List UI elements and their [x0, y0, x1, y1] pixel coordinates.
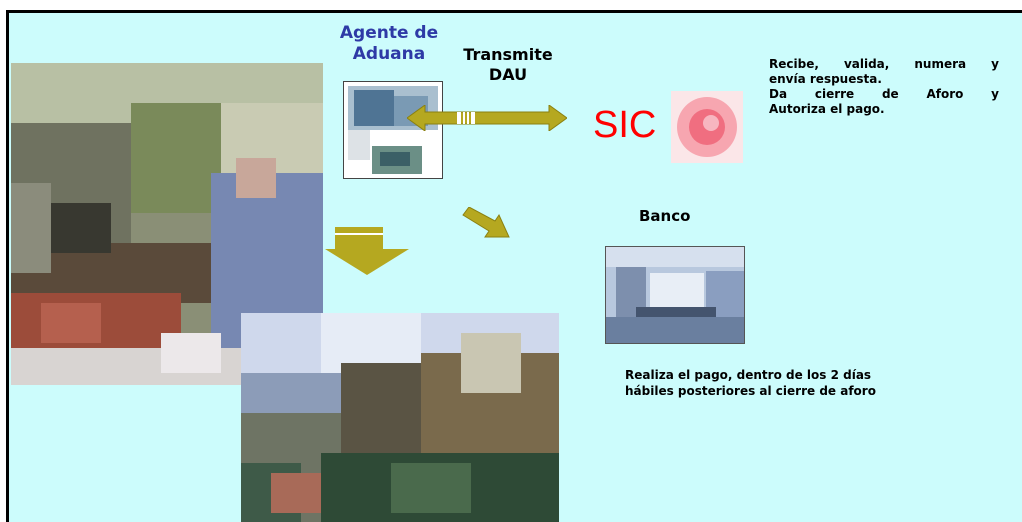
sic-response-line: Recibe, valida, numera y	[769, 57, 999, 71]
sic-response-line: Autoriza el pago.	[769, 102, 885, 116]
sic-response-text: Recibe, valida, numera y envía respuesta…	[769, 57, 999, 117]
agent-photo	[343, 81, 443, 179]
bank-building-photo	[241, 313, 559, 522]
sic-response-line: Da cierre de Aforo y	[769, 87, 999, 101]
transmit-label: Transmite DAU	[453, 45, 563, 85]
agent-title: Agente de Aduana	[339, 23, 439, 65]
small-arrow-icon	[461, 206, 511, 241]
sic-response-line: envía respuesta.	[769, 72, 882, 86]
transmit-label-text: Transmite DAU	[463, 45, 553, 84]
sic-label: SIC	[593, 104, 657, 146]
slide-canvas: Agente de Aduana Transmite DAU SIC	[6, 10, 1022, 522]
agent-title-text: Agente de Aduana	[339, 23, 439, 64]
office-worker-photo	[11, 63, 323, 385]
sic-logo-icon	[671, 91, 743, 163]
double-arrow-icon	[406, 104, 568, 132]
bank-photo	[605, 246, 745, 344]
down-arrow-icon	[325, 227, 409, 275]
bank-label: Banco	[639, 207, 691, 225]
payment-description: Realiza el pago, dentro de los 2 días há…	[625, 368, 876, 398]
